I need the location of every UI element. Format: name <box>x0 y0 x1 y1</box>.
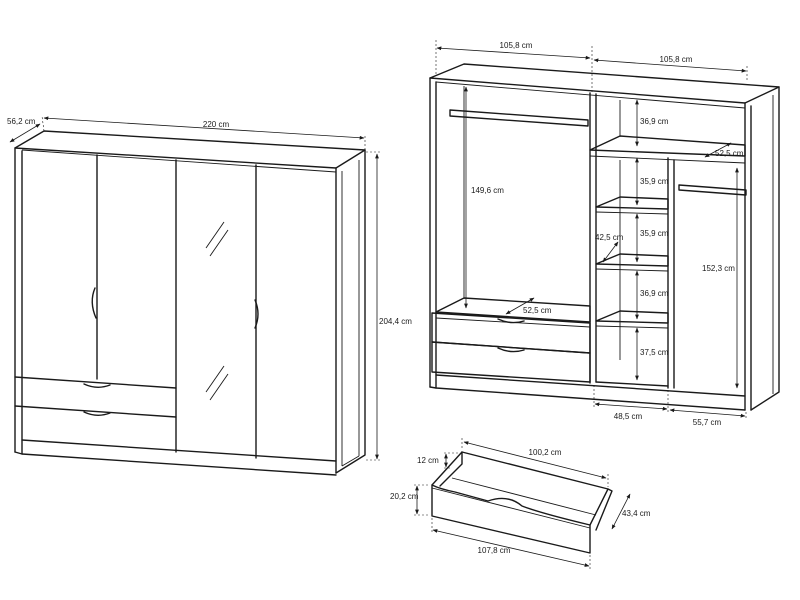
mirror-mark <box>209 229 229 257</box>
mirror-mark <box>205 365 225 393</box>
drawer-view: 100,2 cm 12 cm 20,2 cm 43,4 cm 107,8 cm <box>390 438 651 570</box>
drawer-inner-height-label: 12 cm <box>417 456 439 465</box>
open-shelf-gap-4-label: 37,5 cm <box>640 348 669 357</box>
open-shelf-column-width-label: 48,5 cm <box>614 412 643 421</box>
open-left-width-label: 105,8 cm <box>500 41 533 50</box>
open-right-column-width-label: 55,7 cm <box>693 418 722 427</box>
open-right-width-label: 105,8 cm <box>660 55 693 64</box>
front-height-label: 204,4 cm <box>379 317 412 326</box>
open-shelf-gap-1-label: 35,9 cm <box>640 177 669 186</box>
open-shelf-gap-2-label: 35,9 cm <box>640 229 669 238</box>
mirror-mark <box>209 373 229 401</box>
drawer-front-height-label: 20,2 cm <box>390 492 419 501</box>
front-depth-label: 56,2 cm <box>7 117 36 126</box>
drawer-front-length-label: 107,8 cm <box>478 546 511 555</box>
front-width-label: 220 cm <box>203 120 230 129</box>
closed-wardrobe-view: 220 cm 56,2 cm 204,4 cm <box>7 115 412 476</box>
open-top-compartment-label: 36,9 cm <box>640 117 669 126</box>
open-wardrobe-view: 105,8 cm 105,8 cm 149,6 cm 52,5 cm 36,9 … <box>429 40 780 427</box>
open-shelf-gap-3-label: 36,9 cm <box>640 289 669 298</box>
mirror-mark <box>205 221 225 249</box>
drawer-depth-label: 43,4 cm <box>622 509 651 518</box>
open-top-shelf-depth-label: 52,5 cm <box>715 149 744 158</box>
open-left-shelf-depth-label: 52,5 cm <box>523 306 552 315</box>
open-right-hanging-label: 152,3 cm <box>702 264 735 273</box>
open-shelf-depth-label: 42,5 cm <box>595 233 624 242</box>
open-left-hanging-label: 149,6 cm <box>471 186 504 195</box>
drawer-inner-length-label: 100,2 cm <box>529 448 562 457</box>
